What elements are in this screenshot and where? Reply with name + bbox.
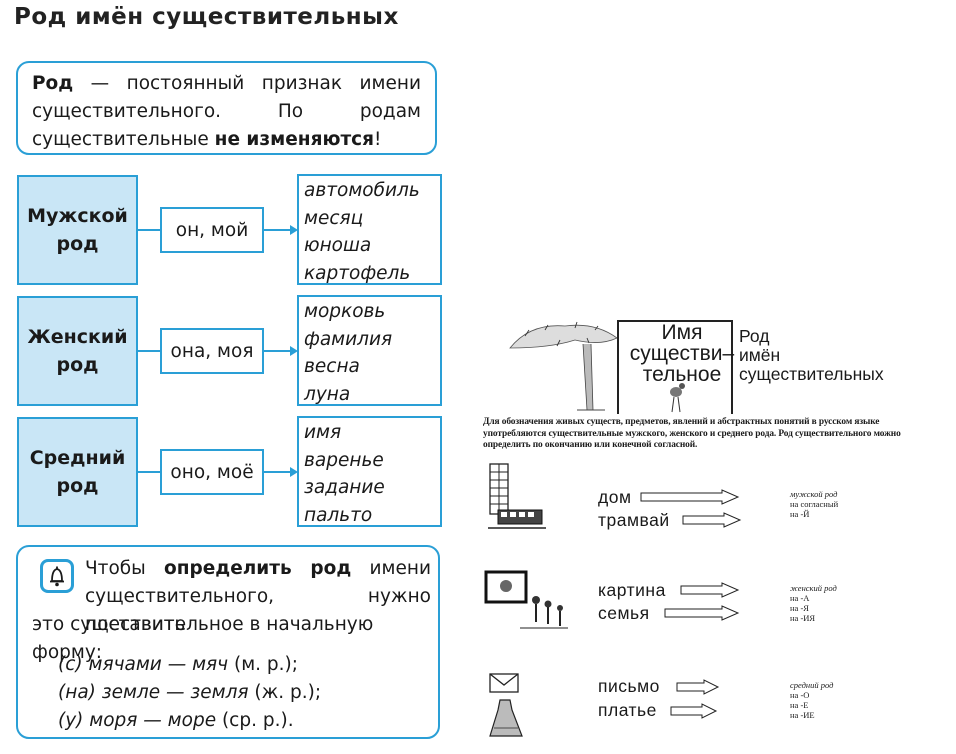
noun-word: платье [598, 700, 657, 720]
note-line: на -ИЯ [790, 613, 816, 623]
header-line: имён [739, 345, 781, 365]
words-masculine: автомобиль месяц юноша картофель [297, 174, 442, 285]
gender-masculine: Мужской род [17, 175, 138, 285]
note-line: на согласный [790, 499, 839, 509]
word-item: луна [304, 383, 351, 405]
noun-word: семья [598, 603, 650, 623]
tree-illustration [509, 321, 618, 411]
gender-label-2: род [56, 475, 99, 497]
gender-feminine: Женский род [17, 296, 138, 406]
words-neuter: имя варенье задание пальто [297, 416, 442, 527]
word-item: картофель [304, 262, 411, 284]
word-item: морковь [304, 301, 386, 322]
rule-part-2: имени существительного, нужно поставить [85, 558, 431, 635]
noun-word: картина [598, 580, 666, 600]
rule-text-2: это существительное в начальную форму: [32, 614, 374, 663]
note-line: на -Я [790, 603, 809, 613]
example-2: (на) земле — земля (ж. р.); [58, 679, 321, 707]
scan-intro: Для обозначения живых существ, предметов… [483, 417, 901, 450]
word-item: юноша [304, 235, 372, 256]
header-frame [617, 320, 733, 414]
definition-text: — постоянный признак имени существительн… [32, 73, 421, 150]
house-tram-illustration [488, 463, 546, 529]
word-item: пальто [304, 504, 373, 526]
word-item: месяц [304, 207, 364, 229]
scan-header-right: Род имён существительных [739, 327, 884, 384]
rule-text: Чтобы определить род имени существительн… [85, 555, 431, 639]
definition-box: Род — постоянный признак имени существит… [16, 61, 437, 155]
note-neuter: средний род на -О на -Е на -ИЕ [790, 680, 833, 720]
arrow-icon [664, 605, 740, 621]
header-line: Род [739, 326, 770, 346]
note-title: женский род [790, 583, 837, 593]
words-feminine: морковь фамилия весна луна [297, 295, 442, 406]
scan-header-left: Имя существи– тельное [628, 322, 736, 385]
example-text: (у) моря — море [58, 710, 217, 731]
example-abbr: (ж. р.); [248, 682, 322, 703]
definition-bold: не изменяются [214, 129, 375, 150]
word-item: имя [304, 422, 342, 443]
note-line: на -О [790, 690, 810, 700]
word-item: задание [304, 477, 385, 498]
example-1: (с) мячами — мяч (м. р.); [58, 651, 298, 679]
note-line: на -ИЕ [790, 710, 815, 720]
example-text: (с) мячами — мяч [58, 654, 229, 675]
header-line: Имя [661, 321, 703, 344]
rule-part: Чтобы [85, 558, 164, 579]
note-feminine: женский род на -А на -Я на -ИЯ [790, 583, 837, 623]
arrow-icon [682, 512, 742, 528]
header-line: существительных [739, 364, 884, 384]
word-item: автомобиль [304, 180, 420, 201]
arrow-icon [640, 489, 740, 505]
gender-neuter: Средний род [17, 417, 138, 527]
noun-word: трамвай [598, 510, 670, 530]
gender-label: Мужской [27, 205, 128, 227]
gender-label-2: род [56, 354, 99, 376]
example-abbr: (м. р.); [228, 654, 298, 675]
example-text: (на) земле — земля [58, 682, 249, 703]
pronoun-masculine: он, мой [160, 207, 264, 253]
bell-icon [40, 559, 74, 593]
note-line: на -А [790, 593, 810, 603]
note-line: на -Й [790, 509, 810, 519]
note-masculine: мужской род на согласный на -Й [790, 489, 838, 519]
letter-dress-illustration [489, 673, 523, 737]
definition-term: Род [32, 73, 74, 94]
example-abbr: (ср. р.). [216, 710, 294, 731]
arrow-icon [670, 703, 718, 719]
gender-label: Женский [27, 326, 128, 348]
pronoun-feminine: она, моя [160, 328, 264, 374]
word-item: фамилия [304, 328, 393, 350]
header-line: существи– [629, 342, 735, 365]
header-line: тельное [642, 363, 722, 386]
example-3: (у) моря — море (ср. р.). [58, 707, 294, 735]
rule-box: Чтобы определить род имени существительн… [16, 545, 440, 739]
note-title: мужской род [790, 489, 838, 499]
gender-label-2: род [56, 233, 99, 255]
note-line: на -Е [790, 700, 809, 710]
page-title: Род имён существительных [14, 4, 399, 30]
arrow-icon [680, 582, 740, 598]
arrow-icon [676, 679, 720, 695]
note-title: средний род [790, 680, 834, 690]
picture-family-illustration [484, 570, 568, 629]
rule-bold: определить род [163, 558, 352, 579]
word-item: весна [304, 356, 360, 377]
pronoun-neuter: оно, моё [160, 449, 264, 495]
word-item: варенье [304, 449, 384, 471]
noun-word: письмо [598, 676, 660, 696]
definition-end: ! [374, 129, 382, 150]
bird-illustration [670, 383, 685, 413]
gender-label: Средний [29, 447, 126, 469]
noun-word: дом [598, 487, 632, 507]
